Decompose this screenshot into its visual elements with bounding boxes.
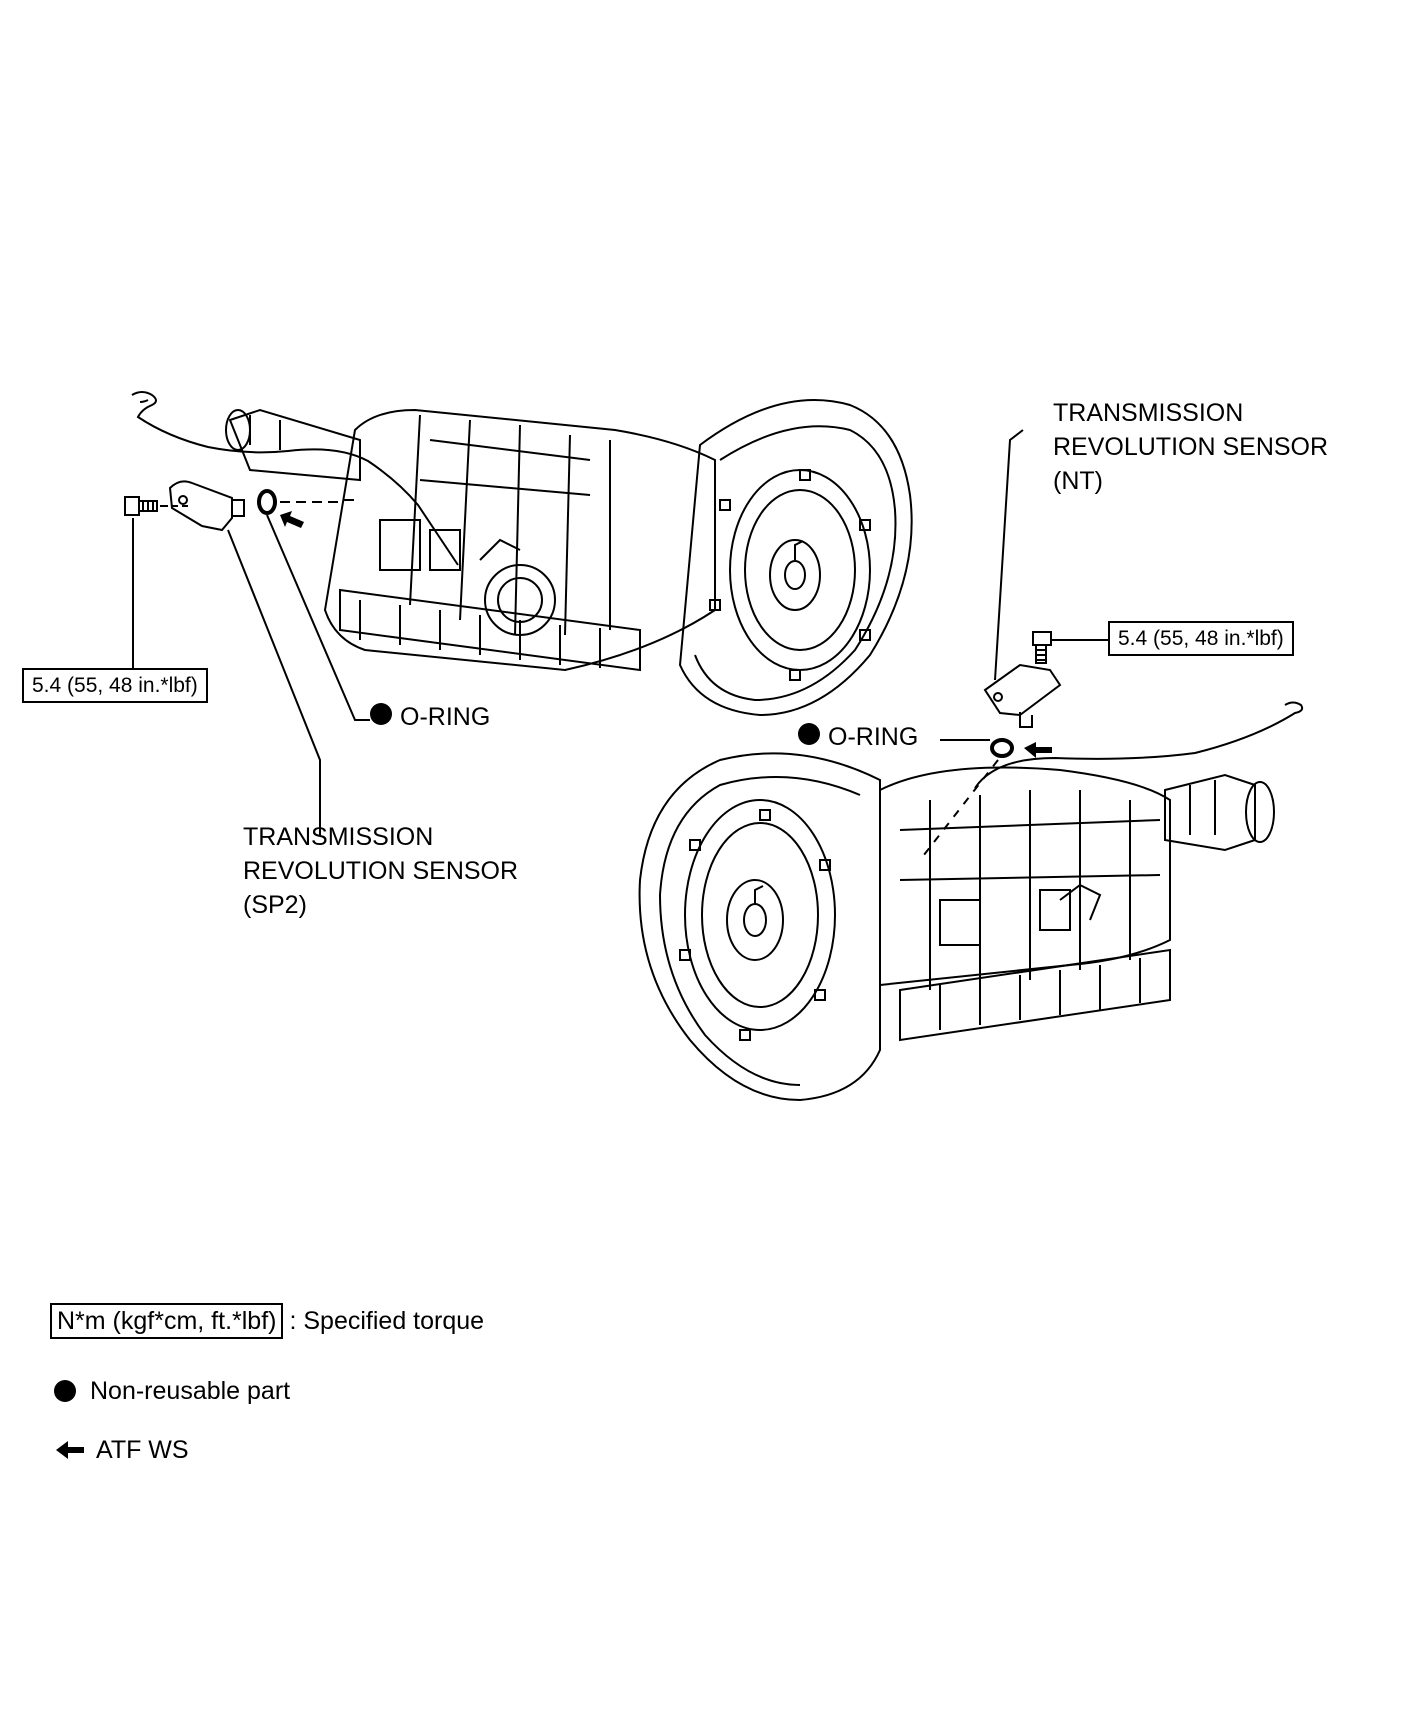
sensor-icon (983, 663, 1062, 728)
o-ring-text-right: O-RING (828, 723, 919, 751)
legend-torque-box: N*m (kgf*cm, ft.*lbf) (50, 1303, 284, 1339)
arrow-left-icon (1024, 742, 1052, 758)
legend-nonreusable: Non-reusable part (54, 1376, 290, 1406)
bolt-icon (1032, 631, 1052, 664)
sensor-label-sp2-line-1: TRANSMISSION (243, 823, 434, 851)
transmission-left (131, 391, 913, 717)
sensor-label-nt-line-3: (NT) (1053, 467, 1103, 495)
legend-atf: ATF WS (54, 1435, 189, 1465)
sensor-icon (168, 480, 245, 532)
bolt-icon (124, 496, 158, 516)
sensor-label-sp2: TRANSMISSION REVOLUTION SENSOR (SP2) (243, 820, 518, 922)
torque-spec-left: 5.4 (55, 48 in.*lbf) (22, 668, 208, 703)
legend-atf-text: ATF WS (96, 1436, 189, 1464)
arrow-left-icon (56, 1441, 84, 1459)
sensor-label-sp2-line-2: REVOLUTION SENSOR (243, 857, 519, 885)
sensor-label-nt: TRANSMISSION REVOLUTION SENSOR (NT) (1053, 396, 1328, 498)
o-ring-label-right: O-RING (798, 720, 918, 754)
o-ring-icon (257, 489, 277, 515)
filled-circle-icon (370, 703, 392, 725)
sensor-label-nt-line-2: REVOLUTION SENSOR (1053, 433, 1329, 461)
arrow-left-icon (280, 511, 304, 528)
o-ring-label-left: O-RING (370, 700, 490, 734)
sensor-label-nt-line-1: TRANSMISSION (1053, 399, 1244, 427)
legend-nonreusable-text: Non-reusable part (90, 1377, 291, 1405)
o-ring-icon (990, 738, 1014, 758)
transmission-right (638, 701, 1304, 1102)
legend-torque-desc: : Specified torque (289, 1307, 485, 1335)
filled-circle-icon (798, 723, 820, 745)
torque-spec-right: 5.4 (55, 48 in.*lbf) (1108, 621, 1294, 656)
sensor-label-sp2-line-3: (SP2) (243, 891, 307, 919)
legend-torque: N*m (kgf*cm, ft.*lbf) : Specified torque (50, 1303, 484, 1339)
o-ring-text-left: O-RING (400, 703, 491, 731)
filled-circle-icon (54, 1380, 76, 1402)
